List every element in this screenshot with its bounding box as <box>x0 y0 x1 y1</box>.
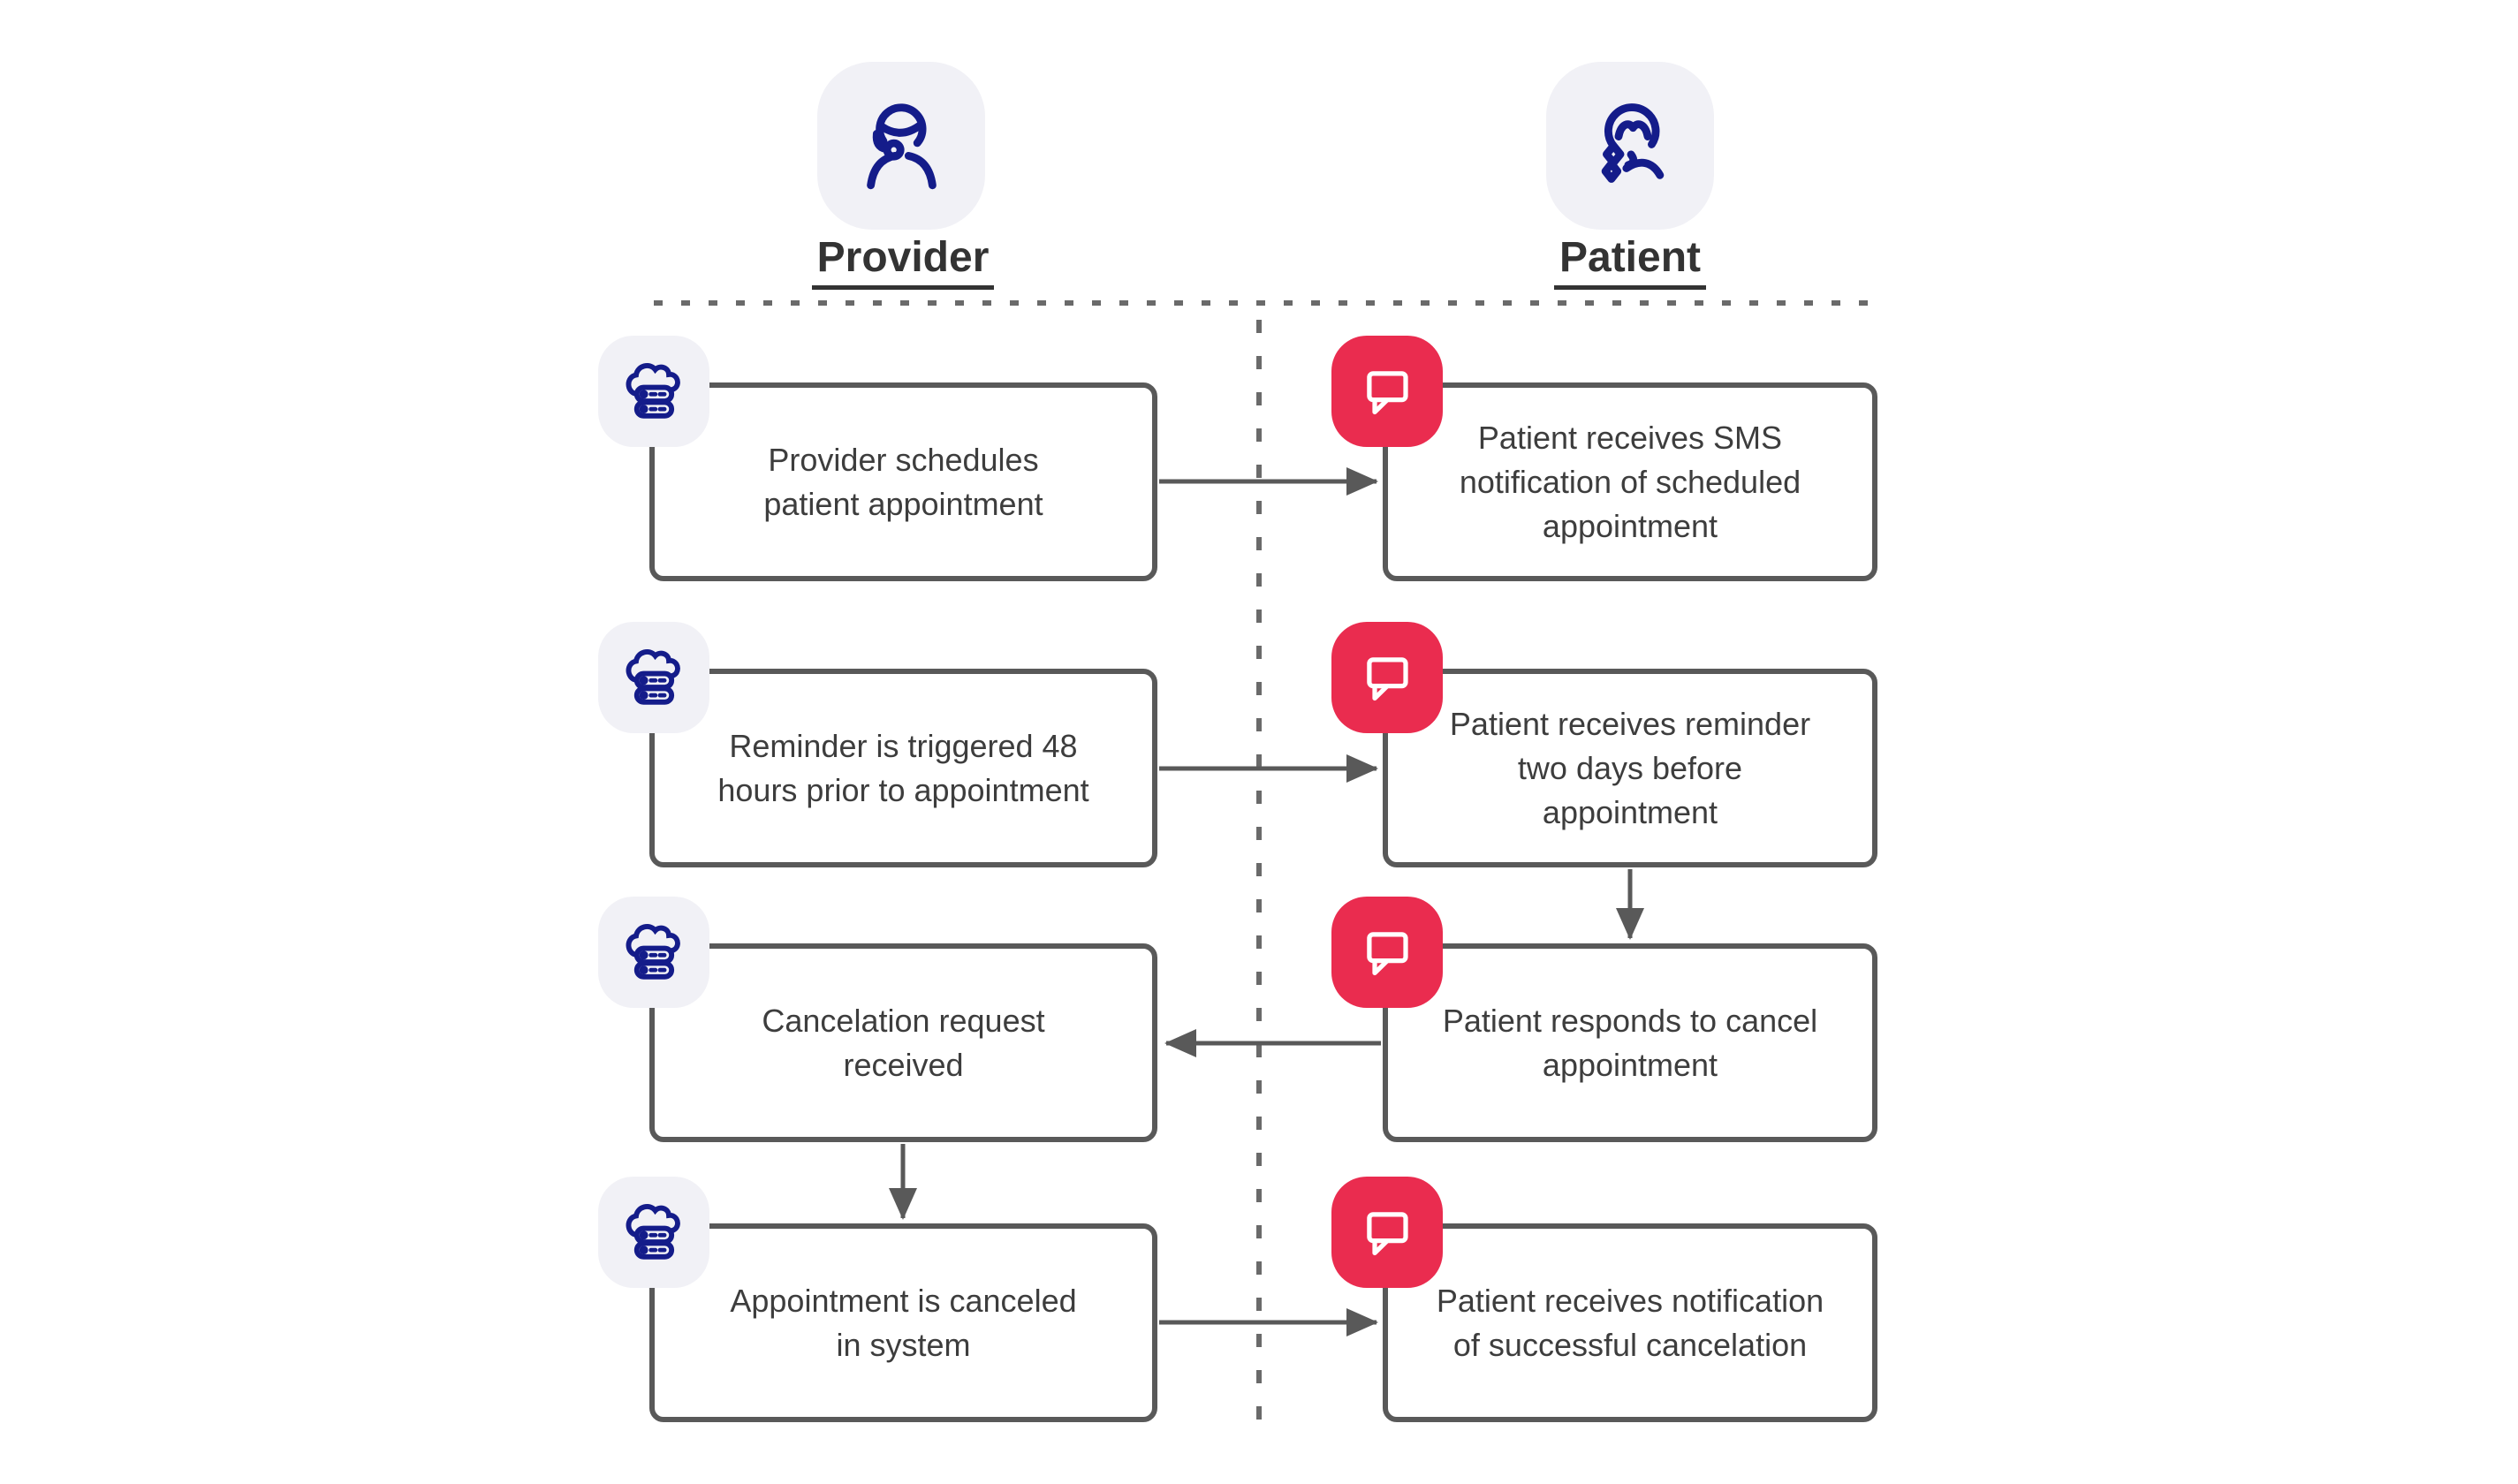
patient-avatar <box>1546 62 1714 230</box>
patient-lane-header: Patient <box>1445 234 1816 290</box>
provider-step-4-label: Appointment is canceled in system <box>730 1282 1077 1363</box>
provider-lane-label: Provider <box>811 234 995 290</box>
provider-step-2-label: Reminder is triggered 48 hours prior to … <box>717 727 1089 808</box>
support-agent-icon <box>866 102 937 189</box>
patient-step-3-label: Patient responds to cancel appointment <box>1442 1002 1818 1083</box>
sms-message-icon <box>1367 371 1408 415</box>
sms-message-icon <box>1367 1212 1408 1256</box>
provider-step-3-label: Cancelation request received <box>762 1002 1045 1083</box>
provider-step-4-node: Appointment is canceled in system <box>649 1223 1157 1422</box>
patient-step-2-badge <box>1331 622 1443 733</box>
patient-step-2-label: Patient receives reminder two days befor… <box>1449 705 1811 830</box>
patient-step-1-badge <box>1331 336 1443 447</box>
female-patient-icon <box>1601 102 1664 183</box>
patient-step-1-node: Patient receives SMS notification of sch… <box>1383 382 1877 581</box>
cloud-server-icon <box>626 924 680 980</box>
patient-step-3-node: Patient responds to cancel appointment <box>1383 943 1877 1142</box>
provider-avatar <box>817 62 985 230</box>
provider-step-1-badge <box>598 336 709 447</box>
patient-step-2-node: Patient receives reminder two days befor… <box>1383 669 1877 867</box>
provider-step-2-node: Reminder is triggered 48 hours prior to … <box>649 669 1157 867</box>
patient-step-4-badge <box>1331 1177 1443 1288</box>
provider-step-3-badge <box>598 897 709 1008</box>
cloud-server-icon <box>626 649 680 705</box>
provider-lane-header: Provider <box>717 234 1088 290</box>
sms-message-icon <box>1367 932 1408 976</box>
provider-step-1-node: Provider schedules patient appointment <box>649 382 1157 581</box>
provider-step-2-badge <box>598 622 709 733</box>
patient-step-3-badge <box>1331 897 1443 1008</box>
provider-step-1-label: Provider schedules patient appointment <box>763 441 1043 522</box>
patient-lane-label: Patient <box>1553 234 1707 290</box>
patient-step-1-label: Patient receives SMS notification of sch… <box>1459 419 1801 544</box>
patient-step-4-label: Patient receives notification of success… <box>1436 1282 1824 1363</box>
sms-message-icon <box>1367 657 1408 701</box>
cloud-server-icon <box>626 1204 680 1260</box>
patient-step-4-node: Patient receives notification of success… <box>1383 1223 1877 1422</box>
cloud-server-icon <box>626 363 680 419</box>
provider-step-4-badge <box>598 1177 709 1288</box>
provider-step-3-node: Cancelation request received <box>649 943 1157 1142</box>
